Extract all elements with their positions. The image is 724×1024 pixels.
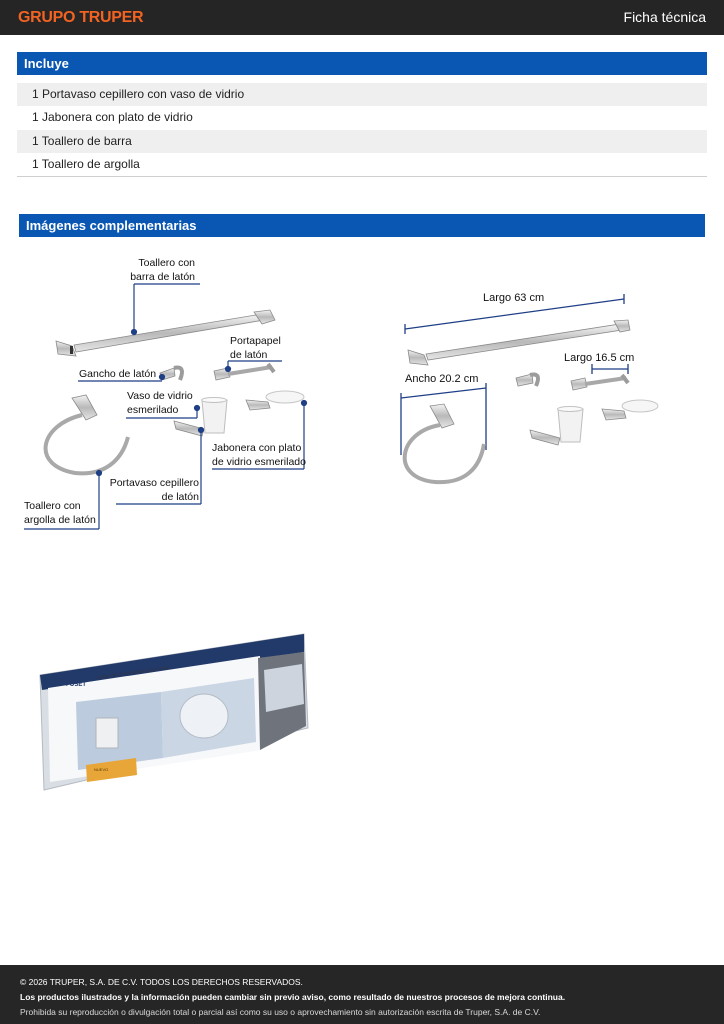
paper-holder-drawing <box>213 362 276 381</box>
package-drawing <box>39 633 309 791</box>
package-image: FOSET Juego de 6 accesorios para baño NU… <box>36 630 312 795</box>
parts-drawing <box>24 283 308 530</box>
dimensions-drawing <box>400 294 659 485</box>
towel-ring-drawing <box>43 394 130 476</box>
footer: © 2026 TRUPER, S.A. DE C.V. TODOS LOS DE… <box>0 965 724 1024</box>
label-toallero-argolla: Toallero con argolla de latón <box>24 500 96 526</box>
package-badge: NUEVO <box>94 767 109 772</box>
package-brand: FOSET <box>66 682 87 688</box>
footer-disclaimer: Los productos ilustrados y la informació… <box>20 992 566 1002</box>
parts-diagram: Toallero con barra de latón Portapapel d… <box>0 240 362 540</box>
images-header: Imágenes complementarias <box>19 214 705 237</box>
label-gancho: Gancho de latón <box>79 368 157 380</box>
list-item: 1 Toallero de barra <box>17 129 707 153</box>
tumbler-drawing <box>173 397 228 437</box>
brand-logo: GRUPO TRUPER <box>18 9 144 26</box>
top-bar: GRUPO TRUPER Ficha técnica <box>0 0 724 35</box>
list-item: 1 Portavaso cepillero con vaso de vidrio <box>17 83 707 107</box>
images-title: Imágenes complementarias <box>26 218 197 233</box>
soap-dish-drawing <box>601 399 659 421</box>
towel-ring-drawing <box>402 403 486 485</box>
label-portavaso: Portavaso cepillero de latón <box>109 477 199 503</box>
towel-bar-drawing <box>407 319 631 366</box>
label-jabonera: Jabonera con plato de vidrio esmerilado <box>212 442 306 468</box>
includes-header: Incluye <box>17 52 707 75</box>
document-type: Ficha técnica <box>623 9 706 25</box>
footer-copyright: © 2026 TRUPER, S.A. DE C.V. TODOS LOS DE… <box>20 977 303 987</box>
towel-bar-drawing <box>55 309 276 357</box>
tumbler-drawing <box>529 406 584 446</box>
label-vaso: Vaso de vidrio esmerilado <box>127 390 193 416</box>
label-toallero-barra: Toallero con barra de latón <box>130 257 195 283</box>
list-item: 1 Toallero de argolla <box>17 152 707 177</box>
list-item: 1 Jabonera con plato de vidrio <box>17 106 707 130</box>
dim-largo-barra: Largo 63 cm <box>483 292 545 304</box>
includes-list: 1 Portavaso cepillero con vaso de vidrio… <box>17 83 707 178</box>
paper-holder-drawing <box>570 373 630 391</box>
hook-drawing <box>515 372 540 387</box>
includes-title: Incluye <box>24 56 69 71</box>
label-portapapel: Portapapel de latón <box>230 335 281 361</box>
dim-largo-portapapel: Largo 16.5 cm <box>564 352 635 364</box>
dim-ancho-argolla: Ancho 20.2 cm <box>405 373 479 385</box>
soap-dish-drawing <box>245 390 305 411</box>
dimensions-diagram: Largo 63 cm Largo 16.5 cm Ancho 20.2 cm <box>380 280 680 500</box>
footer-rights: Prohibida su reproducción o divulgación … <box>20 1007 541 1017</box>
